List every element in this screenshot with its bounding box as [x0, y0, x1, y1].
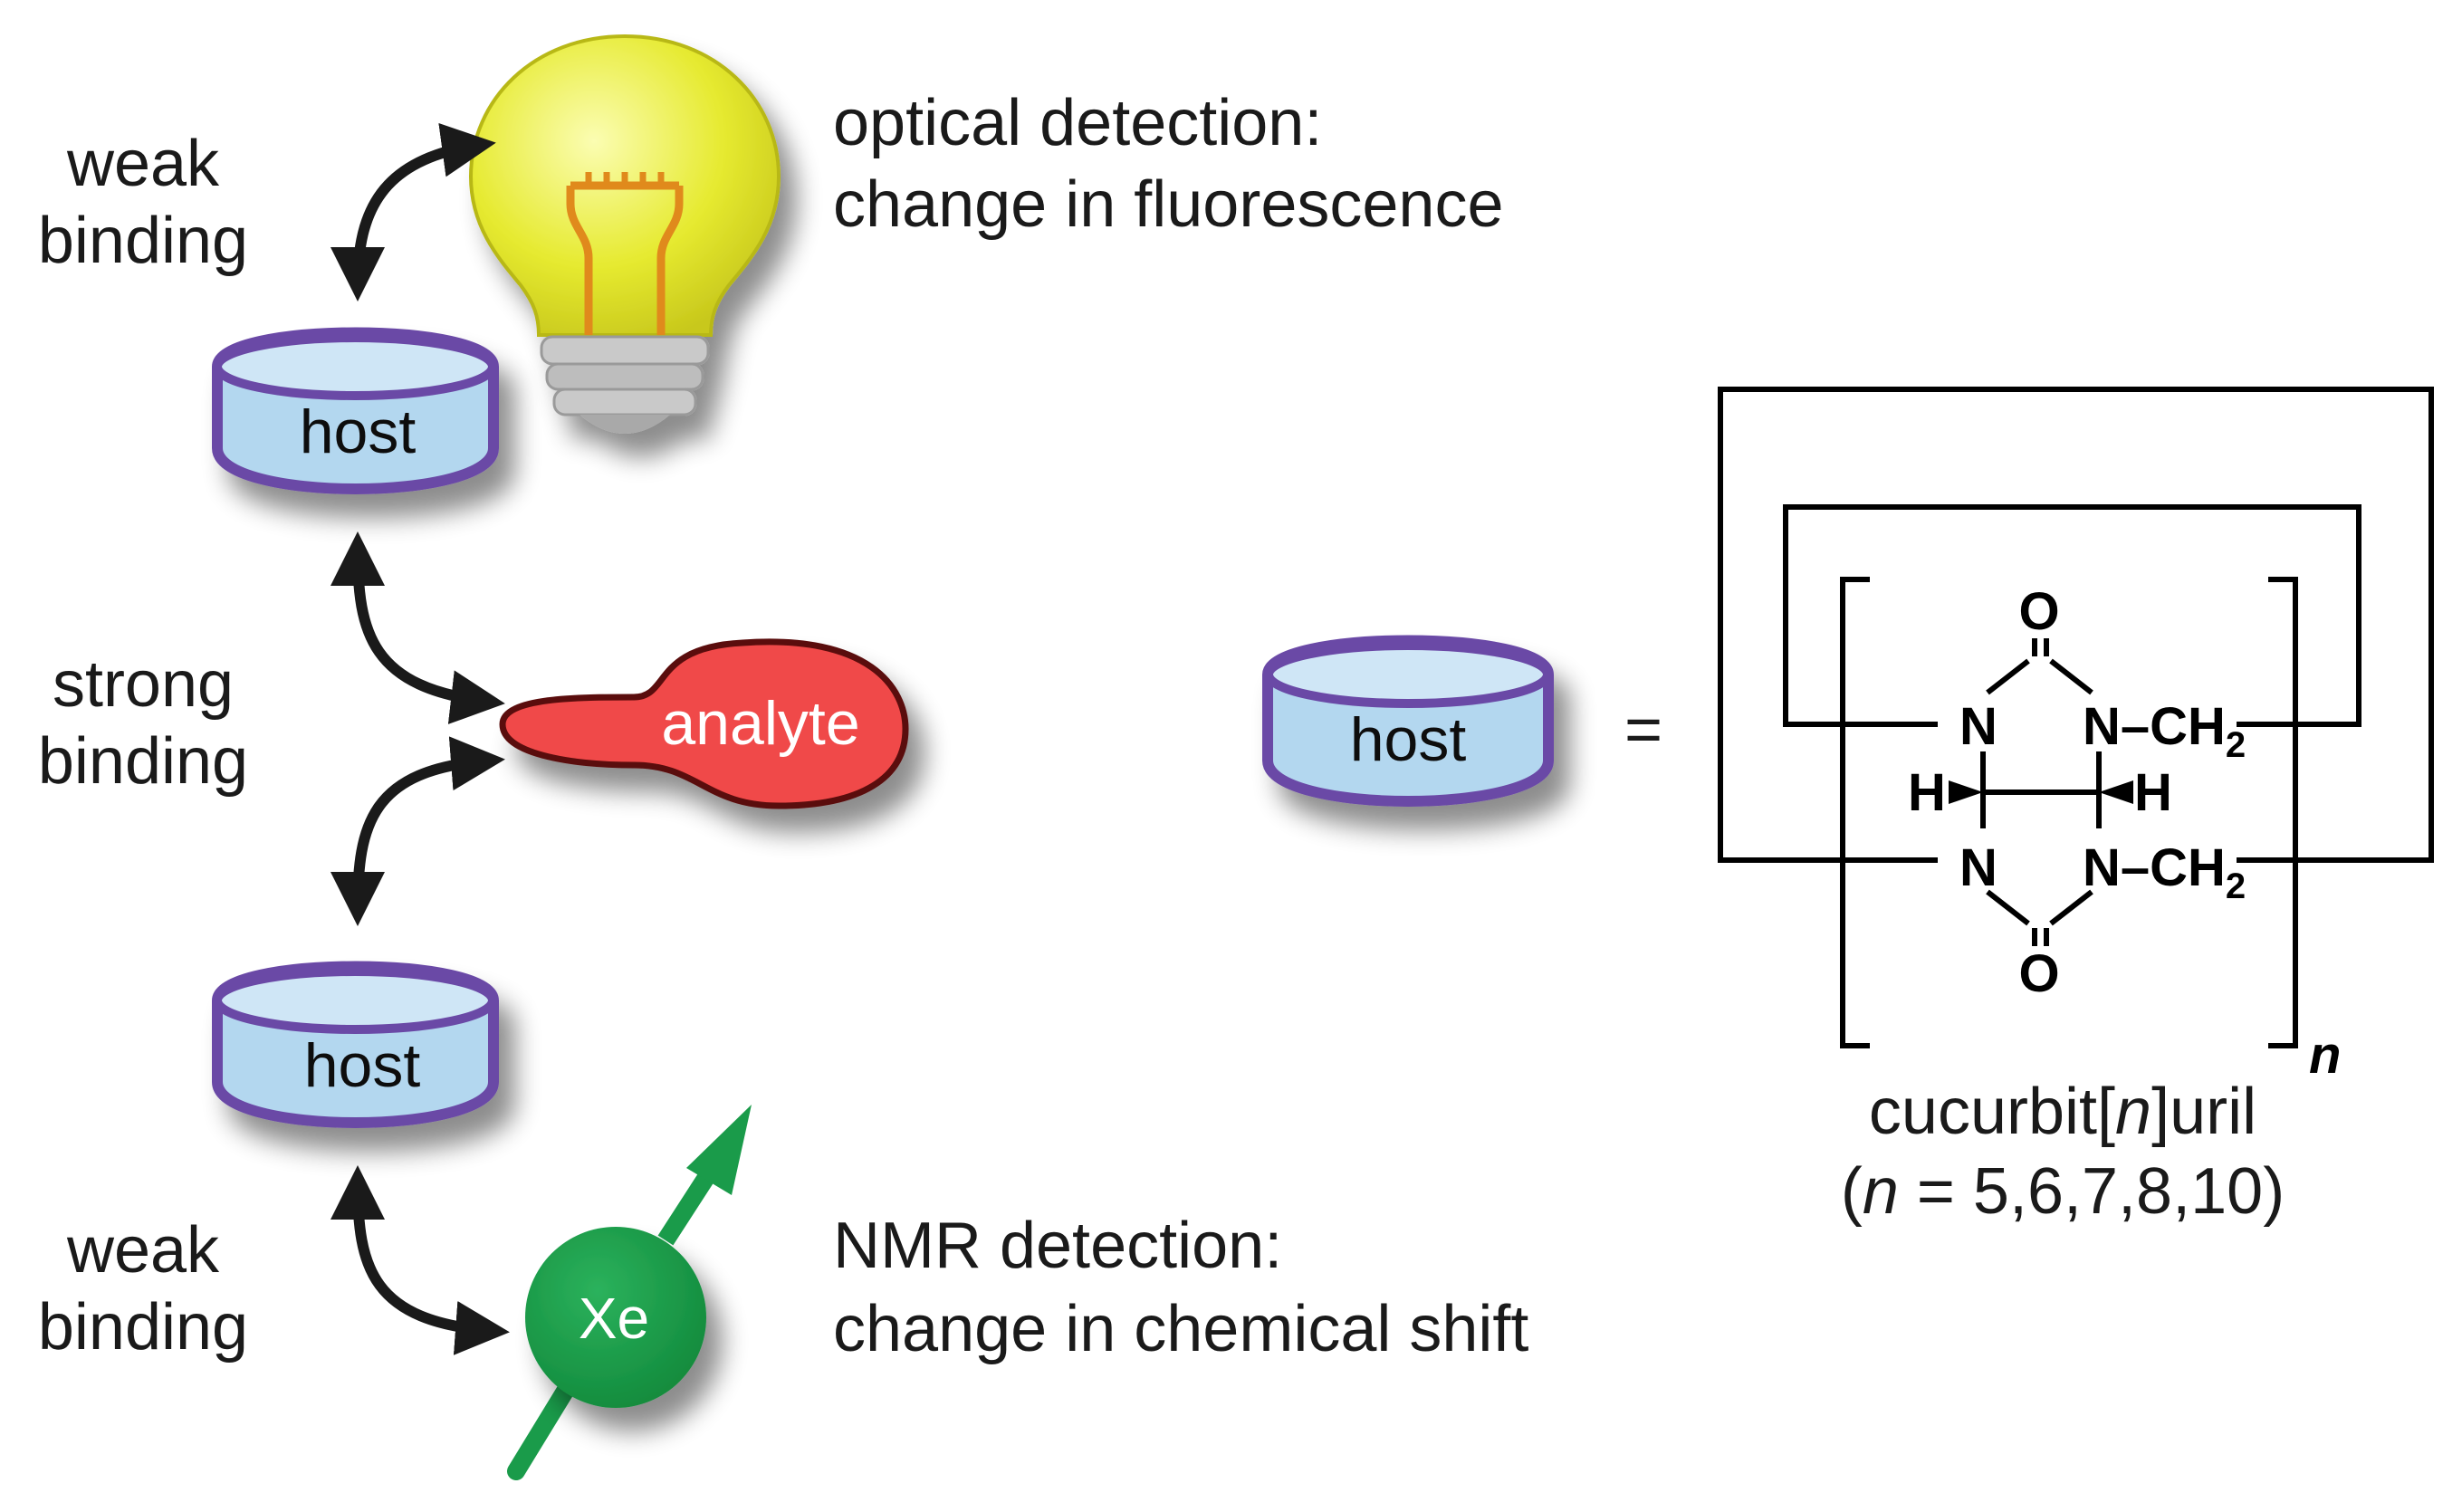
arrow-top-bulb: [331, 122, 496, 301]
optical-detection-line1: optical detection:: [833, 87, 1322, 159]
spin-arrowhead-icon: [686, 1105, 752, 1195]
strong-binding-line1: strong: [53, 648, 234, 721]
compound-name-index: n: [2115, 1076, 2151, 1148]
optical-detection-label: optical detection: change in fluorescenc…: [833, 87, 1504, 241]
repeat-index-n: n: [2309, 1026, 2341, 1085]
n-ch2-lower-text: N–CH: [2083, 838, 2226, 897]
atom-oxygen-bottom: O: [2018, 944, 2059, 1003]
inner-bond-loop: [1783, 504, 2361, 727]
n-ch2-upper-text: N–CH: [2083, 697, 2226, 756]
xenon-label: Xe: [579, 1286, 649, 1351]
equals-sign: =: [1624, 694, 1662, 766]
compound-name: cucurbit[n]uril: [1869, 1076, 2256, 1148]
compound-range-variable: n: [1863, 1155, 1899, 1228]
left-bracket: [1840, 577, 1870, 1048]
weak-binding-bottom-line1: weak: [66, 1214, 220, 1287]
atom-n-ch2-upper: N–CH2: [2083, 697, 2246, 765]
compound-name-suffix: ]uril: [2151, 1076, 2256, 1148]
weak-binding-top-line2: binding: [38, 205, 248, 277]
weak-binding-bottom-label: weak binding: [38, 1214, 248, 1364]
host-bottom: host: [212, 961, 499, 1128]
xenon-atom: Xe: [507, 1105, 752, 1480]
host-top-label: host: [300, 397, 417, 466]
nmr-detection-line2: change in chemical shift: [833, 1293, 1528, 1365]
host-top: host: [212, 327, 499, 494]
arrow-host-bottom-analyte: [331, 736, 505, 926]
compound-name-prefix: cucurbit[: [1869, 1076, 2115, 1148]
n-ch2-lower-subscript: 2: [2226, 866, 2246, 906]
host-legend-label: host: [1350, 705, 1467, 774]
analyte-label: analyte: [661, 689, 859, 758]
n-ch2-upper-subscript: 2: [2226, 725, 2246, 765]
arrow-host-top-analyte: [331, 531, 505, 724]
strong-binding-line2: binding: [38, 725, 248, 798]
optical-detection-line2: change in fluorescence: [833, 168, 1504, 241]
weak-binding-top-line1: weak: [66, 128, 220, 200]
weak-binding-top-label: weak binding: [38, 128, 248, 277]
atom-nitrogen-lower-left: N: [1959, 838, 1997, 897]
weak-binding-bottom-line2: binding: [38, 1291, 248, 1364]
atom-nitrogen-upper-left: N: [1959, 697, 1997, 756]
compound-range: (n = 5,6,7,8,10): [1841, 1155, 2285, 1228]
wedge-bond-right: [2099, 780, 2133, 804]
atom-oxygen-top: O: [2018, 582, 2059, 641]
outer-bond-loop: [1718, 387, 2434, 863]
atom-n-ch2-lower: N–CH2: [2083, 838, 2246, 906]
atom-hydrogen-right: H: [2134, 763, 2172, 822]
analyte-blob: analyte: [499, 638, 909, 809]
host-bottom-label: host: [304, 1031, 421, 1100]
strong-binding-label: strong binding: [38, 648, 248, 798]
compound-range-open: (: [1841, 1155, 1863, 1228]
atom-hydrogen-left: H: [1908, 763, 1946, 822]
arrow-host-bottom-xenon: [331, 1165, 510, 1355]
wedge-bond-left: [1949, 780, 1983, 804]
nmr-detection-line1: NMR detection:: [833, 1210, 1282, 1282]
nmr-detection-label: NMR detection: change in chemical shift: [833, 1210, 1528, 1365]
cucurbituril-structure: [1718, 387, 2434, 1048]
right-bracket: [2268, 577, 2298, 1048]
light-bulb-icon: [468, 33, 781, 434]
host-legend: host: [1262, 635, 1554, 807]
compound-range-values: = 5,6,7,8,10): [1899, 1155, 2285, 1228]
structure-atom-labels: O O N N N–CH2 N–CH2 H H n: [1908, 582, 2341, 1085]
